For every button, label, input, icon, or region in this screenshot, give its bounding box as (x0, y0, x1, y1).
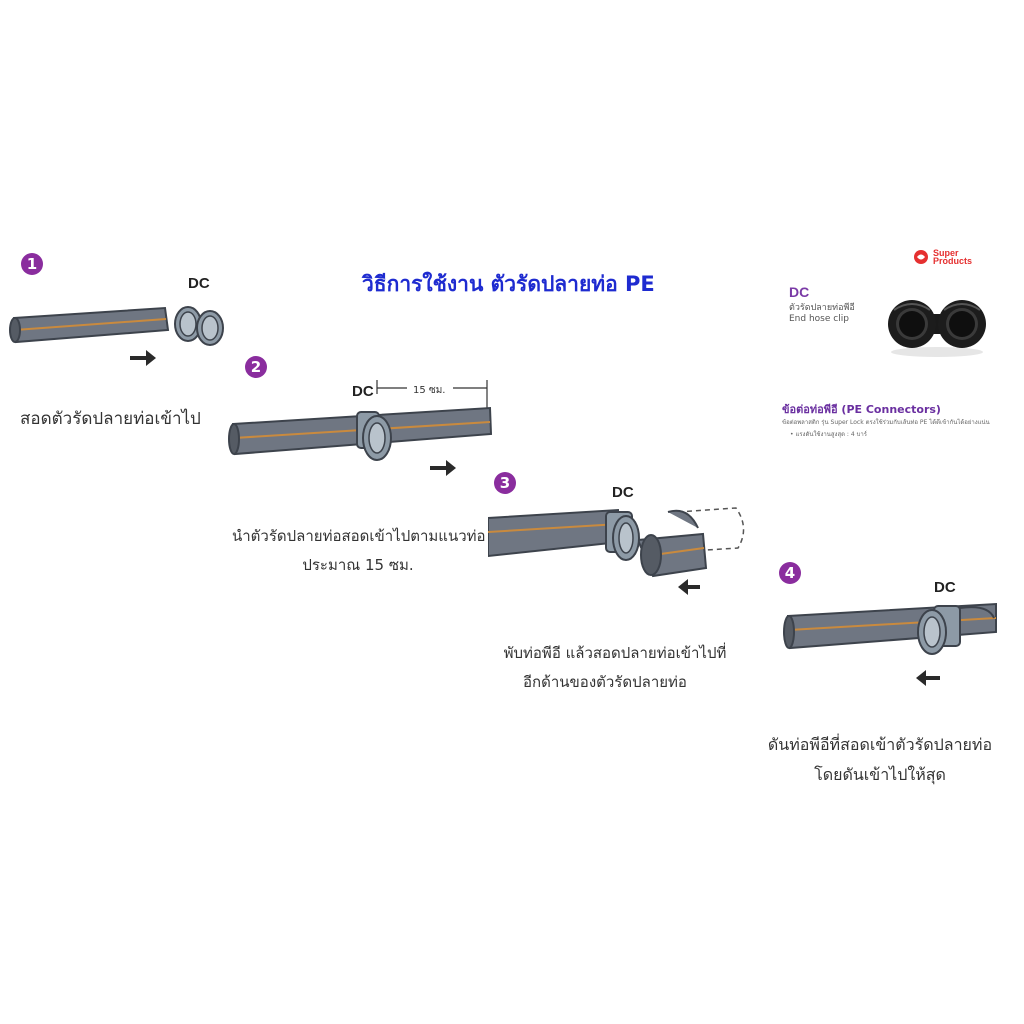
step-2-caption-line-1: นำตัวรัดปลายท่อสอดเข้าไปตามแนวท่อ (232, 527, 486, 545)
product-photo (888, 300, 986, 357)
section-bullet: • แรงดันใช้งานสูงสุด : 4 บาร์ (790, 431, 867, 438)
step-3-caption-line-2: อีกด้านของตัวรัดปลายท่อ (523, 673, 687, 691)
step-3-dc-label: DC (612, 484, 634, 501)
step-1-badge: 1 (21, 253, 43, 275)
section-title: ข้อต่อท่อพีอี (PE Connectors) (782, 403, 941, 416)
product-name: DC (789, 284, 810, 300)
step-4-illustration (783, 602, 997, 686)
section-description: ข้อต่อพลาสติก รุ่น Super Lock ตรงใช้ร่วม… (782, 419, 990, 426)
product-english-name: End hose clip (789, 314, 849, 324)
step-4-caption-line-2: โดยดันเข้าไปให้สุด (814, 765, 946, 784)
step-3-illustration (488, 507, 745, 595)
step-2-dc-label: DC (352, 383, 374, 400)
step-1-caption: สอดตัวรัดปลายท่อเข้าไป (20, 409, 201, 429)
step-3-badge: 3 (494, 472, 516, 494)
product-thai-name: ตัวรัดปลายท่อพีอี (789, 303, 855, 313)
step-4-caption-line-1: ดันท่อพีอีที่สอดเข้าตัวรัดปลายท่อ (767, 735, 993, 754)
brand-logo: Super Products (913, 248, 975, 266)
brand-logo-icon (914, 250, 928, 264)
step-2-measure: 15 ซม. (413, 385, 446, 396)
step-1-dc-label: DC (188, 275, 210, 292)
brand-logo-text: Super Products (933, 248, 973, 266)
page-title: วิธีการใช้งาน ตัวรัดปลายท่อ PE (362, 272, 655, 296)
step-1-illustration (9, 306, 224, 366)
step-4-dc-label: DC (934, 579, 956, 596)
step-3-caption-line-1: พับท่อพีอี แล้วสอดปลายท่อเข้าไปที่ (503, 644, 727, 662)
step-2-illustration (228, 380, 493, 476)
step-2-caption-line-2: ประมาณ 15 ซม. (302, 556, 414, 574)
step-4-badge: 4 (779, 562, 801, 584)
step-2-badge: 2 (245, 356, 267, 378)
